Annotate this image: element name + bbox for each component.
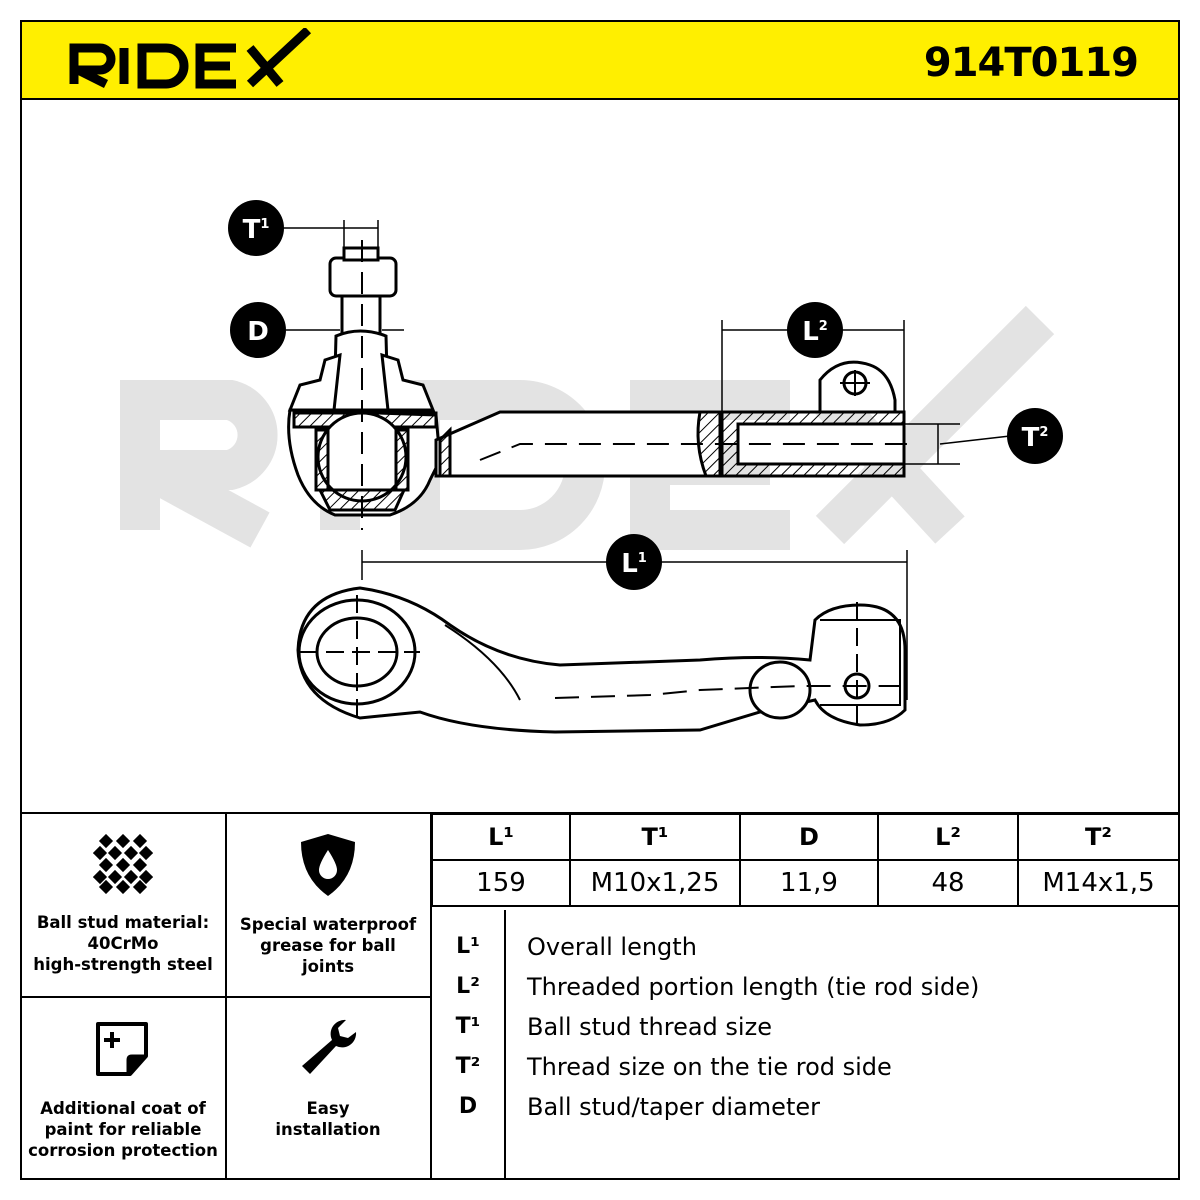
wrench-icon [226, 1016, 430, 1084]
legend-description: Ball stud thread size [527, 1013, 772, 1041]
part-number: 914T0119 [923, 40, 1139, 86]
panel-divider [504, 910, 506, 1180]
header-bar: 914T0119 [20, 20, 1180, 100]
legend-key: L¹ [456, 934, 480, 959]
legend-key: L² [456, 974, 480, 999]
spec-header-l2: L² [877, 813, 1019, 861]
legend-row: L¹ Overall length [431, 928, 1180, 968]
spec-header-row: L¹ T¹ D L² T² [431, 813, 1180, 861]
feature-steel: Ball stud material: 40CrMo high-strength… [20, 814, 226, 996]
legend-key: T¹ [455, 1014, 481, 1039]
spec-table: L¹ T¹ D L² T² 159 M10x1,25 11,9 48 M14x1… [431, 813, 1180, 907]
spec-value-t2: M14x1,5 [1017, 859, 1180, 907]
paint-coat-icon [20, 1018, 226, 1084]
spec-header-d: D [739, 813, 879, 861]
spec-value-t1: M10x1,25 [569, 859, 741, 907]
technical-drawing: T1 D L2 T2 L1 [120, 200, 1063, 734]
spec-value-l2: 48 [877, 859, 1019, 907]
legend-description: Thread size on the tie rod side [527, 1053, 892, 1081]
spec-value-l1: 159 [431, 859, 571, 907]
legend-row: D Ball stud/taper diameter [431, 1088, 1180, 1128]
label-t2: T2 [1007, 408, 1063, 464]
grease-drop-icon [226, 832, 430, 902]
label-l1: L1 [606, 534, 662, 590]
svg-text:L2: L2 [802, 317, 828, 347]
label-t1: T1 [228, 200, 284, 256]
legend-key: D [458, 1094, 478, 1119]
legend-row: T¹ Ball stud thread size [431, 1008, 1180, 1048]
feature-installation: Easy installation [226, 998, 430, 1180]
feature-paint: Additional coat of paint for reliable co… [20, 998, 226, 1180]
spec-header-t2: T² [1017, 813, 1180, 861]
legend-description: Ball stud/taper diameter [527, 1093, 820, 1121]
svg-text:T1: T1 [243, 215, 270, 245]
svg-text:T2: T2 [1022, 423, 1049, 453]
legend-description: Overall length [527, 933, 697, 961]
label-l2: L2 [787, 302, 843, 358]
centerline [479, 443, 910, 461]
legend-key: T² [455, 1054, 481, 1079]
panel-divider [430, 812, 432, 1180]
spec-header-l1: L¹ [431, 813, 571, 861]
spec-value-d: 11,9 [739, 859, 879, 907]
legend-row: L² Threaded portion length (tie rod side… [431, 968, 1180, 1008]
spec-header-t1: T¹ [569, 813, 741, 861]
tie-rod-end-top-view [296, 586, 907, 734]
label-d: D [230, 302, 286, 358]
legend-row: T² Thread size on the tie rod side [431, 1048, 1180, 1088]
panel-divider [20, 812, 1180, 814]
spec-value-row: 159 M10x1,25 11,9 48 M14x1,5 [431, 859, 1180, 907]
steel-material-icon [20, 833, 226, 898]
legend-description: Threaded portion length (tie rod side) [527, 973, 980, 1001]
panel-divider [20, 996, 431, 998]
feature-grease: Special waterproof grease for ball joint… [226, 814, 430, 996]
svg-text:L1: L1 [621, 549, 647, 579]
svg-text:D: D [247, 317, 269, 347]
tie-rod-end-side-view [287, 246, 906, 517]
ridex-logo [50, 26, 320, 96]
